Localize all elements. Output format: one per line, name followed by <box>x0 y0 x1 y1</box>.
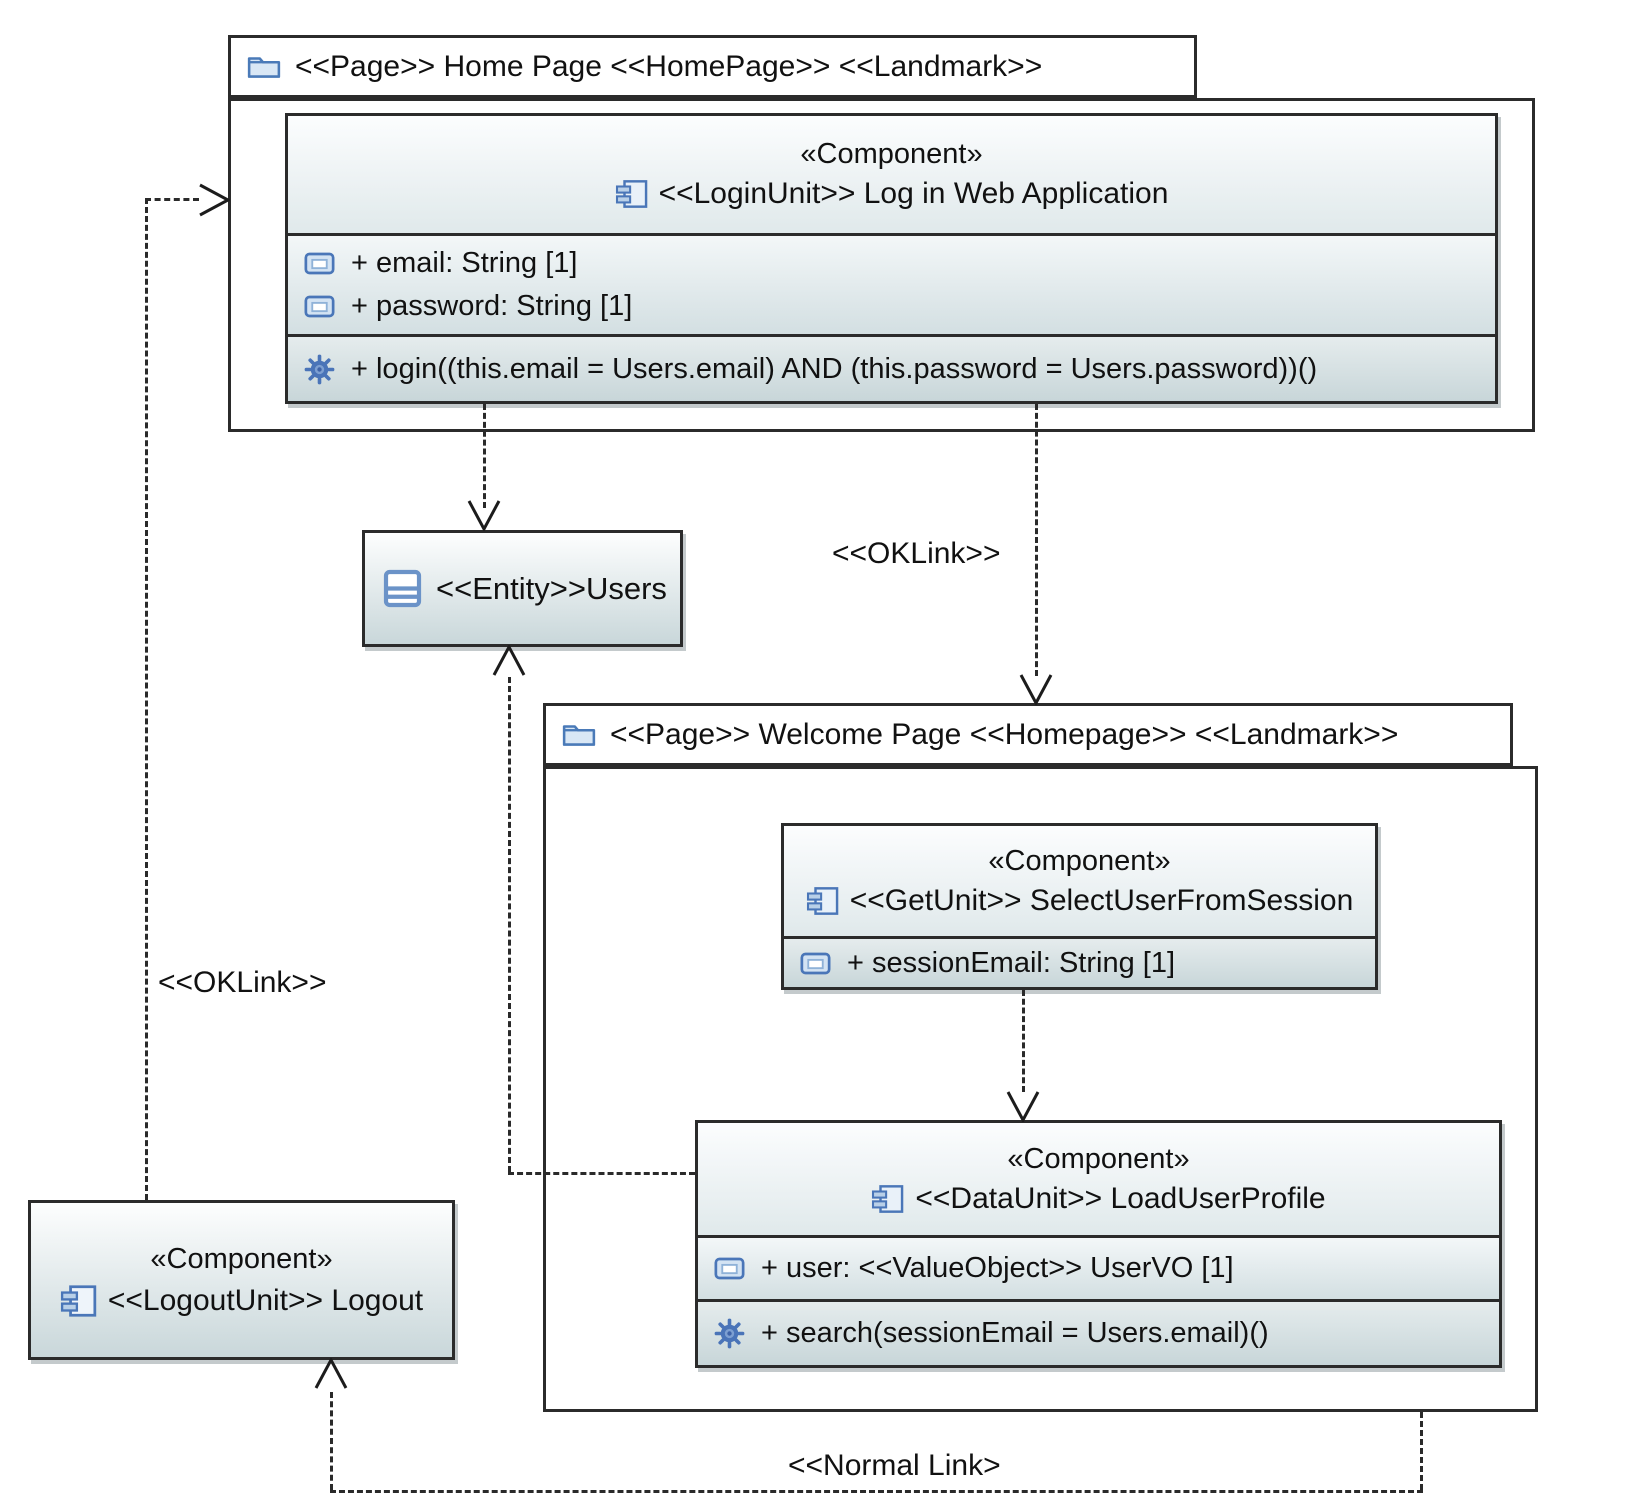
folder-icon <box>247 56 281 78</box>
link-dataunit-to-users <box>508 1172 695 1175</box>
arrowhead-down-icon <box>1006 1091 1040 1122</box>
arrowhead-up-icon <box>492 645 526 676</box>
component-stereotype: «Component» <box>1007 1142 1190 1175</box>
home-page-title: <<Page>> Home Page <<HomePage>> <<Landma… <box>295 49 1043 83</box>
gear-icon <box>714 1318 745 1349</box>
oklink-label[interactable]: <<OKLink>> <box>158 966 327 999</box>
home-page-tab[interactable]: <<Page>> Home Page <<HomePage>> <<Landma… <box>228 35 1197 98</box>
data-unit-component[interactable]: «Component» <<DataUnit>> LoadUserProfile… <box>695 1120 1502 1368</box>
link-login-to-welcome <box>1035 404 1038 676</box>
normal-link-label[interactable]: <<Normal Link> <box>788 1449 1001 1482</box>
arrowhead-right-icon <box>199 183 230 217</box>
logout-unit-component[interactable]: «Component» <<LogoutUnit>> Logout <box>28 1200 455 1360</box>
component-stereotype: «Component» <box>150 1242 333 1275</box>
gear-icon <box>304 354 335 384</box>
users-entity[interactable]: <<Entity>>Users <box>362 530 683 647</box>
attribute-text: + email: String [1] <box>351 247 578 279</box>
component-name: <<GetUnit>> SelectUserFromSession <box>849 883 1354 917</box>
operation-row: + login((this.email = Users.email) AND (… <box>288 353 1495 386</box>
welcome-page-title: <<Page>> Welcome Page <<Homepage>> <<Lan… <box>610 717 1399 751</box>
oklink-label[interactable]: <<OKLink>> <box>832 537 1001 570</box>
component-icon <box>615 180 647 208</box>
link-getunit-to-dataunit <box>1022 990 1025 1092</box>
operation-row: + search(sessionEmail = Users.email)() <box>698 1317 1499 1350</box>
arrowhead-up-icon <box>314 1358 348 1389</box>
attribute-row: + sessionEmail: String [1] <box>784 947 1375 980</box>
component-icon <box>806 886 838 915</box>
attribute-row: + password: String [1] <box>288 290 1495 323</box>
link-login-to-users <box>483 404 486 508</box>
get-unit-component[interactable]: «Component» <<GetUnit>> SelectUserFromSe… <box>781 823 1378 990</box>
attribute-text: + sessionEmail: String [1] <box>847 946 1176 979</box>
attribute-row: + email: String [1] <box>288 247 1495 280</box>
component-stereotype: «Component» <box>988 844 1171 877</box>
link-logout-to-home <box>145 198 148 1200</box>
entity-label: <<Entity>>Users <box>436 570 667 606</box>
login-unit-component[interactable]: «Component» <<LoginUnit>> Log in Web App… <box>285 113 1498 404</box>
arrowhead-down-icon <box>1019 674 1053 705</box>
operation-text: + login((this.email = Users.email) AND (… <box>351 352 1318 385</box>
component-name: <<LogoutUnit>> Logout <box>107 1283 424 1317</box>
operation-text: + search(sessionEmail = Users.email)() <box>761 1317 1269 1349</box>
attribute-text: + user: <<ValueObject>> UserVO [1] <box>761 1252 1234 1284</box>
attribute-icon <box>304 295 335 318</box>
link-logout-to-home <box>145 198 199 201</box>
link-dataunit-to-users <box>508 677 511 1172</box>
arrowhead-down-icon <box>467 500 501 531</box>
attribute-icon <box>304 252 335 275</box>
attribute-icon <box>800 952 831 974</box>
component-name: <<LoginUnit>> Log in Web Application <box>658 177 1169 210</box>
component-stereotype: «Component» <box>800 138 983 170</box>
link-welcome-to-logout <box>330 1392 333 1490</box>
attribute-row: + user: <<ValueObject>> UserVO [1] <box>698 1252 1499 1285</box>
entity-icon <box>383 569 422 608</box>
attribute-text: + password: String [1] <box>351 290 633 322</box>
welcome-page-tab[interactable]: <<Page>> Welcome Page <<Homepage>> <<Lan… <box>543 703 1513 766</box>
link-welcome-to-logout <box>1420 1412 1423 1490</box>
component-icon <box>872 1184 904 1213</box>
link-welcome-to-logout <box>330 1490 1423 1493</box>
attribute-icon <box>714 1257 745 1280</box>
component-name: <<DataUnit>> LoadUserProfile <box>915 1181 1326 1215</box>
folder-icon <box>562 724 596 746</box>
component-icon <box>60 1284 97 1317</box>
